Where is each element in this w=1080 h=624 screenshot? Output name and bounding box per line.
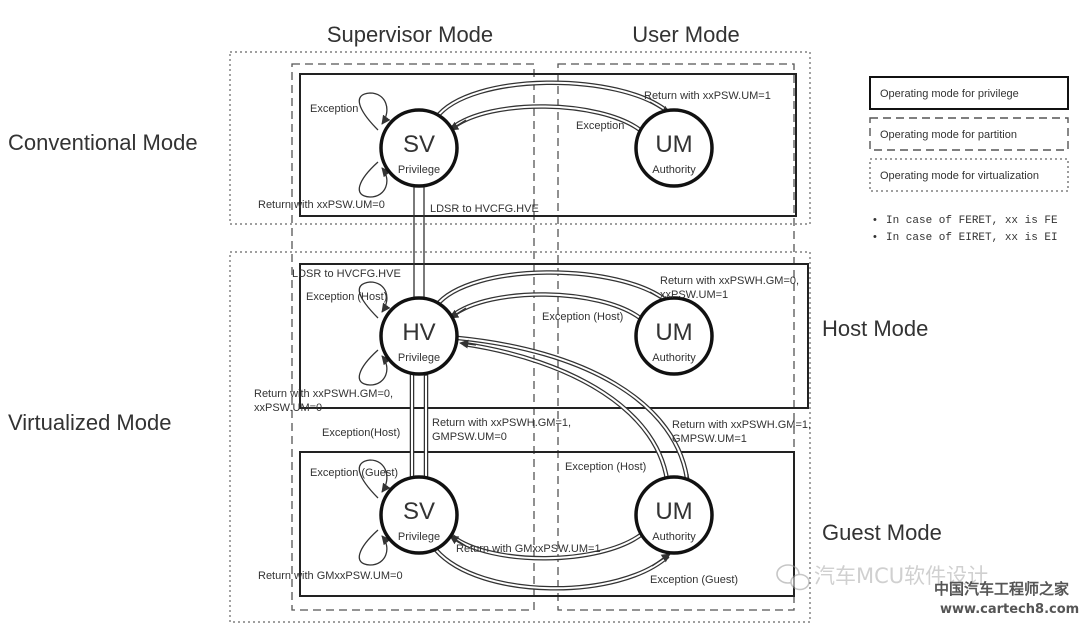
guest-return-arrow-outer	[434, 548, 670, 591]
column-header-supervisor: Supervisor Mode	[327, 22, 493, 47]
note-feret: In case of FERET, xx is FE	[886, 215, 1058, 227]
wechat-icon	[776, 564, 810, 591]
label-guest-return-self: Return with GMxxPSW.UM=0	[258, 570, 403, 582]
node-conventional-um: UM Authority	[634, 108, 714, 188]
guest-sv-exception-loop	[358, 459, 391, 499]
virtualization-region-virtualized	[229, 251, 811, 623]
legend-swatch-partition	[869, 117, 1069, 151]
watermark: 汽车MCU软件设计 中国汽车工程师之家 www.cartech8.com	[776, 564, 1079, 617]
guest-mode-label: Guest Mode	[822, 520, 942, 545]
watermark-account: 汽车MCU软件设计	[814, 564, 988, 588]
node-sub: Authority	[652, 531, 696, 543]
node-name: UM	[655, 498, 692, 525]
partition-region-supervisor	[291, 63, 535, 611]
node-guest-um: UM Authority	[634, 475, 714, 555]
column-header-user: User Mode	[632, 22, 740, 47]
watermark-site-name: 中国汽车工程师之家	[934, 580, 1069, 598]
guest-mode-box	[299, 451, 795, 597]
host-mode-box	[299, 263, 809, 409]
label-ret-guest-sv-2: GMPSW.UM=0	[432, 431, 507, 443]
node-name: UM	[655, 319, 692, 346]
label-conv-exception-self: Exception	[310, 103, 358, 115]
conv-return-arrow-outer	[434, 80, 670, 120]
node-sub: Authority	[652, 352, 696, 364]
label-conv-exception: Exception	[576, 120, 624, 132]
node-conventional-sv: SV Privilege	[379, 108, 459, 188]
label-ret-guest-sv-1: Return with xxPSWH.GM=1,	[432, 417, 571, 429]
host-hv-return-loop	[358, 349, 391, 386]
label-host-return-self-2: xxPSW.UM=0	[254, 402, 322, 414]
conventional-mode-box	[299, 73, 797, 217]
label-ldsr-up: LDSR to HVCFG.HVE	[292, 268, 401, 280]
row-label-virtualized: Virtualized Mode	[8, 410, 171, 435]
label-ret-guest-um-2: GMPSW.UM=1	[672, 433, 747, 445]
label-host-return-um-2: xxPSW.UM=1	[660, 289, 728, 301]
label-host-exception-self: Exception (Host)	[306, 291, 387, 303]
label-exc-host-from-um: Exception (Host)	[565, 461, 646, 473]
legend-label-virtualization: Operating mode for virtualization	[880, 170, 1039, 182]
node-name: SV	[403, 131, 435, 158]
node-sub: Privilege	[398, 352, 440, 364]
note-bullet-icon: •	[873, 214, 877, 226]
notes: • In case of FERET, xx is FE • In case o…	[873, 214, 1058, 244]
label-conv-return-self: Return with xxPSW.UM=0	[258, 199, 385, 211]
label-conv-return-um: Return with xxPSW.UM=1	[644, 90, 771, 102]
label-ret-guest-um-1: Return with xxPSWH.GM=1,	[672, 419, 811, 431]
label-host-return-self-1: Return with xxPSWH.GM=0,	[254, 388, 393, 400]
node-sub: Privilege	[398, 531, 440, 543]
legend-swatch-virtualization	[869, 158, 1069, 192]
node-sub: Authority	[652, 164, 696, 176]
virtualization-region-conventional	[229, 51, 811, 225]
node-guest-sv: SV Privilege	[379, 475, 459, 555]
label-host-exception: Exception (Host)	[542, 311, 623, 323]
label-guest-exception-self: Exception (Guest)	[310, 467, 398, 479]
node-sub: Privilege	[398, 164, 440, 176]
host-hv-exception-loop	[358, 281, 391, 319]
label-exc-host-to-hv: Exception(Host)	[322, 427, 400, 439]
conv-sv-exception-loop	[358, 92, 391, 131]
label-ldsr-down: LDSR to HVCFG.HVE	[430, 203, 539, 215]
node-name: HV	[402, 319, 435, 346]
partition-region-user	[557, 63, 795, 611]
node-name: SV	[403, 498, 435, 525]
legend-label-partition: Operating mode for partition	[880, 129, 1017, 141]
conv-sv-return-loop	[358, 161, 391, 198]
node-name: UM	[655, 131, 692, 158]
guest-sv-return-loop	[358, 529, 391, 566]
node-host-um: UM Authority	[634, 296, 714, 376]
host-mode-label: Host Mode	[822, 316, 928, 341]
host-return-arrow-outer	[434, 270, 670, 308]
legend-label-privilege: Operating mode for privilege	[880, 88, 1019, 100]
label-guest-exception: Exception (Guest)	[650, 574, 738, 586]
note-eiret: In case of EIRET, xx is EI	[886, 232, 1058, 244]
legend-swatch-privilege	[869, 76, 1069, 110]
watermark-url: www.cartech8.com	[940, 602, 1079, 617]
row-label-conventional: Conventional Mode	[8, 130, 198, 155]
label-host-return-um-1: Return with xxPSWH.GM=0,	[660, 275, 799, 287]
note-bullet-icon: •	[873, 231, 877, 243]
label-guest-return-um: Return with GMxxPSW.UM=1	[456, 543, 601, 555]
node-host-hv: HV Privilege	[379, 296, 459, 376]
legend: Operating mode for privilege Operating m…	[869, 76, 1069, 192]
